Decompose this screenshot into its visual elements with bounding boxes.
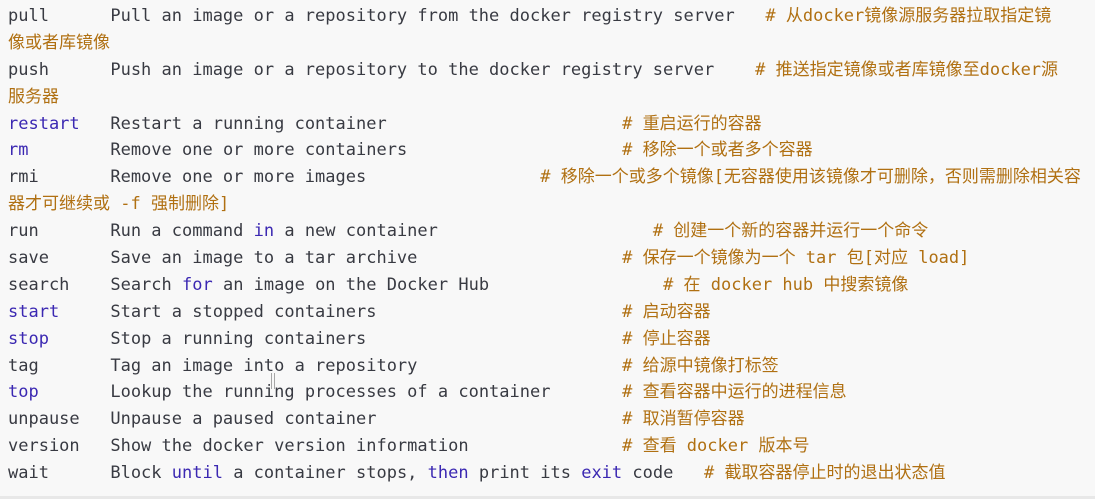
code-line: stop Stop a running containers # 停止容器 [8, 326, 1095, 353]
code-text: pull Pull an image or a repository from … [8, 6, 766, 26]
code-text: Remove one or more containers [28, 140, 623, 161]
code-keyword: then [427, 463, 469, 484]
code-line: search Search for an image on the Docker… [8, 272, 1095, 299]
code-text: print its [468, 463, 582, 484]
code-line: wait Block until a container stops, then… [8, 460, 1095, 487]
code-comment: # 给源中镜像打标签 [622, 355, 779, 376]
code-line: save Save an image to a tar archive # 保存… [8, 245, 1095, 272]
code-keyword: rm [8, 140, 29, 161]
code-comment: 像或者库镜像 [8, 32, 110, 53]
code-text: version Show the docker version informat… [8, 436, 623, 457]
code-text: Lookup the running processes of a contai… [38, 382, 623, 403]
code-comment: # 截取容器停止时的退出状态值 [704, 463, 946, 484]
code-comment: 服务器 [8, 86, 59, 107]
code-keyword: until [171, 463, 223, 484]
text-cursor-icon [271, 373, 275, 389]
code-line: 器才可继续或 -f 强制删除] [8, 191, 1095, 218]
code-line: 服务器 [8, 84, 1095, 111]
code-text: save Save an image to a tar archive [8, 248, 623, 269]
code-comment: # 从docker镜像源服务器拉取指定镜 [765, 6, 1052, 26]
code-text: a new container [274, 221, 653, 242]
bottom-divider [0, 496, 1095, 499]
code-comment: # 停止容器 [622, 328, 711, 349]
code-comment: # 保存一个镜像为一个 tar 包[对应 load] [622, 248, 970, 269]
code-line: tag Tag an image into a repository # 给源中… [8, 353, 1095, 380]
code-line: pull Pull an image or a repository from … [8, 3, 1095, 30]
code-text: tag Tag an image into a repository [8, 355, 623, 376]
code-keyword: in [253, 221, 275, 242]
code-keyword: exit [581, 463, 623, 484]
code-comment: # 启动容器 [622, 301, 711, 322]
code-comment: # 重启运行的容器 [622, 113, 762, 134]
code-comment: # 取消暂停容器 [622, 409, 745, 430]
code-line: rm Remove one or more containers # 移除一个或… [8, 137, 1095, 164]
code-line: unpause Unpause a paused container # 取消暂… [8, 406, 1095, 433]
code-text: Stop a running containers [48, 328, 623, 349]
code-text: unpause Unpause a paused container [8, 409, 623, 430]
code-comment: # 在 docker hub 中搜索镜像 [663, 274, 909, 295]
code-keyword: stop [8, 328, 49, 349]
code-text: an image on the Docker Hub [212, 274, 664, 295]
code-line: run Run a command in a new container # 创… [8, 218, 1095, 245]
code-line: restart Restart a running container # 重启… [8, 111, 1095, 138]
code-keyword: start [8, 301, 60, 322]
code-keyword: top [8, 382, 39, 403]
code-comment: # 推送指定镜像或者库镜像至docker源 [755, 59, 1059, 80]
code-line: version Show the docker version informat… [8, 433, 1095, 460]
code-text: push Push an image or a repository to th… [8, 59, 756, 80]
code-text: rmi Remove one or more images [8, 167, 541, 188]
code-line: rmi Remove one or more images # 移除一个或多个镜… [8, 164, 1095, 191]
code-comment: # 移除一个或者多个容器 [622, 140, 813, 161]
code-comment: # 查看 docker 版本号 [622, 436, 810, 457]
code-line: push Push an image or a repository to th… [8, 57, 1095, 84]
code-text: search Search [8, 274, 182, 295]
code-text: Start a stopped containers [59, 301, 623, 322]
code-line: 像或者库镜像 [8, 30, 1095, 57]
code-comment: 器才可继续或 -f 强制删除] [8, 194, 230, 215]
code-text: code [622, 463, 705, 484]
code-keyword: restart [8, 113, 80, 134]
code-comment: # 创建一个新的容器并运行一个命令 [652, 221, 929, 242]
code-text: wait Block [8, 463, 172, 484]
code-text: run Run a command [8, 221, 254, 242]
code-text: a container stops, [222, 463, 428, 484]
code-line: start Start a stopped containers # 启动容器 [8, 299, 1095, 326]
code-text: Restart a running container [79, 113, 623, 134]
code-comment: # 查看容器中运行的进程信息 [622, 382, 847, 403]
code-line: top Lookup the running processes of a co… [8, 379, 1095, 406]
code-comment: # 移除一个或多个镜像[无容器使用该镜像才可删除，否则需删除相关容 [540, 167, 1081, 188]
code-keyword: for [182, 274, 213, 295]
